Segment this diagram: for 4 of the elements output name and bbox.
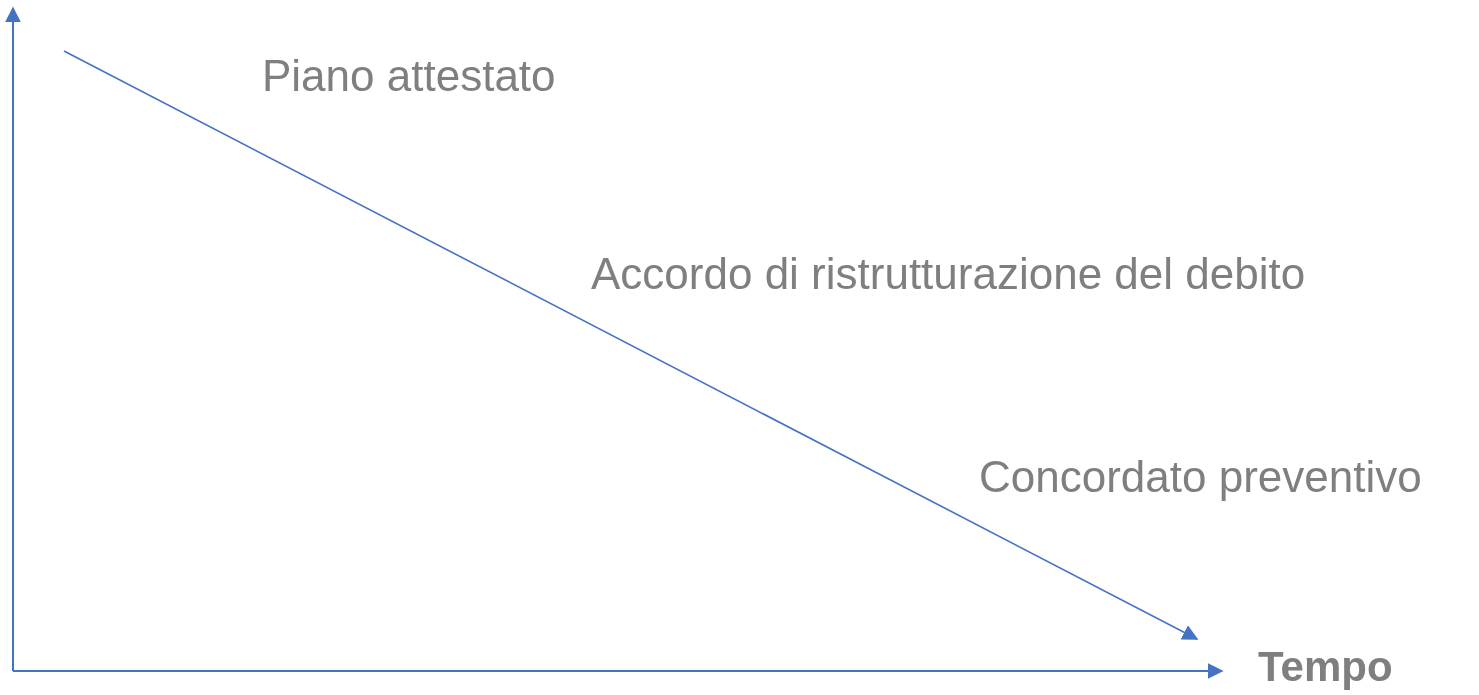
axis-label: Tempo: [1258, 644, 1393, 691]
text-label: Concordato preventivo: [979, 453, 1422, 502]
text-label: Piano attestato: [262, 52, 556, 101]
text-label: Accordo di ristrutturazione del debito: [591, 250, 1306, 299]
